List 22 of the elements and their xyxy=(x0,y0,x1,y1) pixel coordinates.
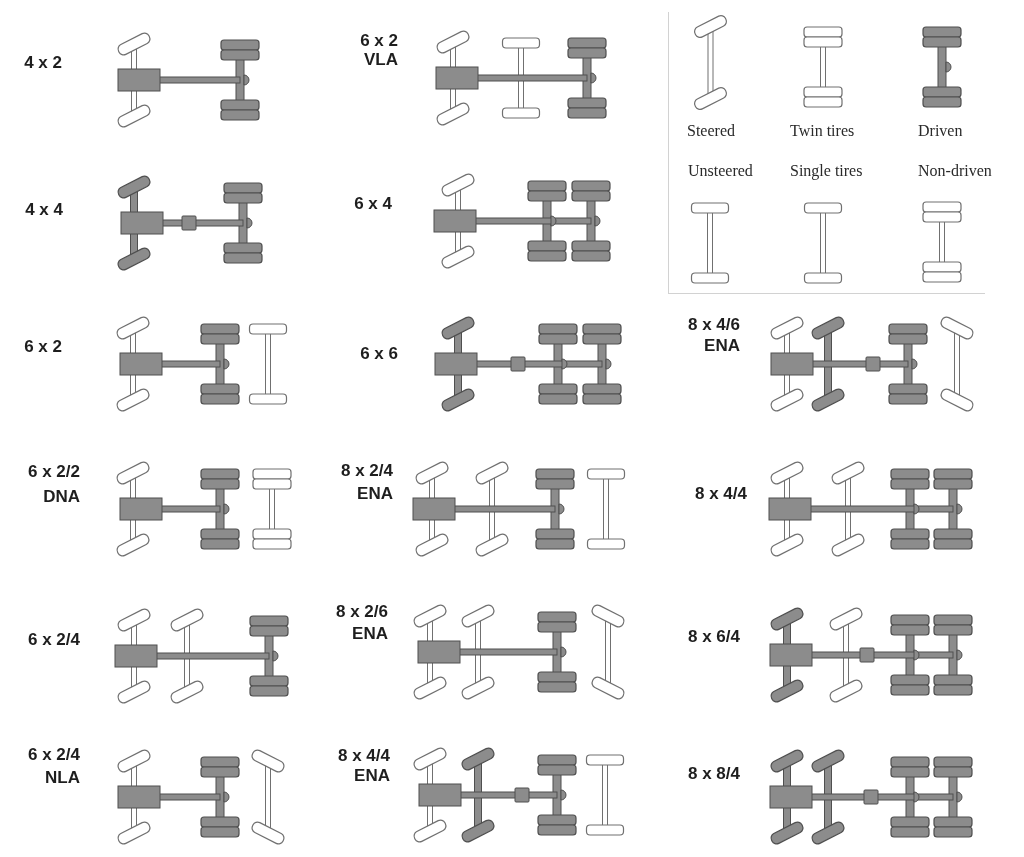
legend-label: Twin tires xyxy=(790,121,855,141)
configuration-label: 8 x 6/4 xyxy=(688,626,740,647)
legend-label: Driven xyxy=(918,121,963,141)
configuration-label: 8 x 4/4 ENA xyxy=(337,746,390,786)
configuration-label: 6 x 2/4 xyxy=(28,629,80,650)
configuration-label: 6 x 2/2 DNA xyxy=(27,461,80,508)
configuration-label: 6 x 2/4 NLA xyxy=(27,744,80,789)
configuration-label: 6 x 2 VLA xyxy=(359,31,398,69)
configuration-label: 8 x 8/4 xyxy=(688,763,740,784)
configuration-label: 8 x 2/6 ENA xyxy=(335,601,388,645)
configuration-label: 6 x 6 xyxy=(360,343,398,364)
configuration-label: 8 x 4/6 ENA xyxy=(687,314,740,356)
configuration-label: 6 x 2 xyxy=(24,336,62,357)
configuration-label: 4 x 2 xyxy=(24,52,62,73)
configuration-label: 6 x 4 xyxy=(354,193,392,214)
legend-label: Non-driven xyxy=(918,161,992,181)
legend-label: Unsteered xyxy=(688,161,753,181)
configuration-label: 8 x 2/4 ENA xyxy=(340,460,393,505)
configuration-label: 8 x 4/4 xyxy=(695,483,747,504)
configuration-label: 4 x 4 xyxy=(25,199,63,220)
legend-label: Single tires xyxy=(790,161,863,181)
legend-label: Steered xyxy=(687,121,735,141)
